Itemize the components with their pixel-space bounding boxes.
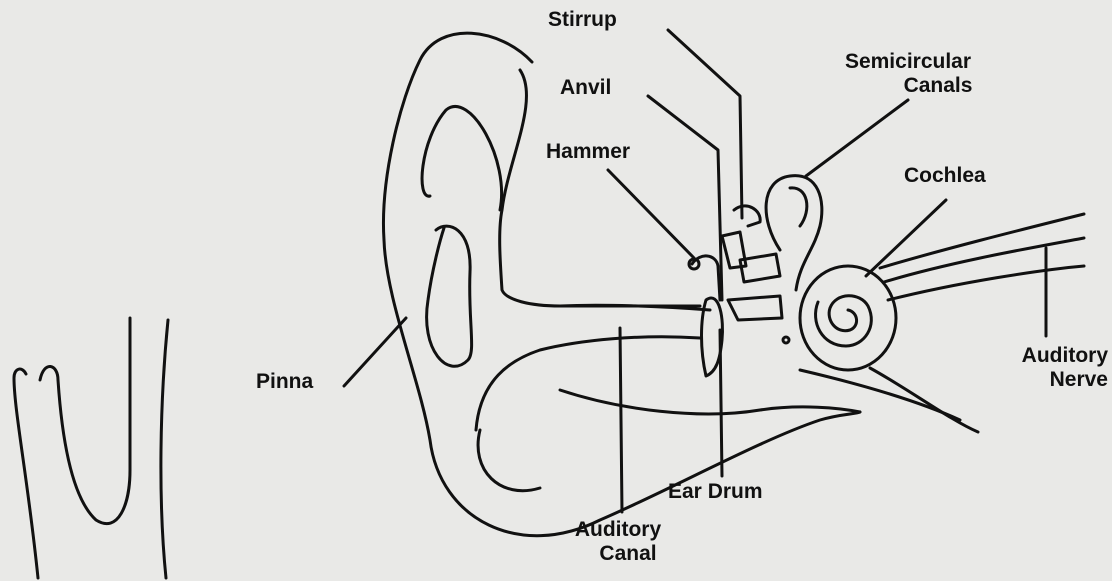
leader-pinna — [344, 318, 406, 386]
leader-canal — [620, 328, 622, 512]
lobule-inner — [478, 430, 540, 491]
helix-inner — [422, 106, 502, 210]
leader-semicircular — [806, 100, 908, 176]
neck-inner — [40, 318, 130, 524]
tragus — [476, 337, 700, 430]
eustachian-tube — [870, 368, 978, 432]
neck-right — [161, 320, 168, 578]
label-nerve-line1: Auditory — [1022, 344, 1108, 367]
label-semicircular: Semicircular Canals — [828, 50, 988, 98]
label-canal-line2: Canal — [579, 542, 656, 565]
hammer-bone — [692, 256, 720, 300]
middle-ear-block — [728, 296, 782, 320]
label-canal-line1: Auditory — [575, 518, 661, 541]
antihelix — [427, 226, 472, 366]
canal-lower — [560, 390, 860, 414]
label-anvil: Anvil — [560, 76, 611, 100]
cochlea-spiral — [816, 296, 872, 346]
label-nerve-line2: Nerve — [1050, 368, 1108, 391]
concha — [500, 70, 700, 306]
semicircular-canals — [766, 176, 822, 290]
label-ear-drum: Ear Drum — [668, 480, 763, 504]
label-hammer: Hammer — [546, 140, 630, 164]
label-semicircular-line1: Semicircular — [845, 50, 971, 73]
label-semicircular-line2: Canals — [844, 74, 973, 97]
label-pinna: Pinna — [256, 370, 313, 394]
label-auditory-nerve: Auditory Nerve — [970, 344, 1108, 392]
leader-ear-drum — [720, 330, 722, 476]
eustachian-tube-2 — [800, 370, 960, 420]
round-window — [783, 337, 789, 343]
label-cochlea: Cochlea — [904, 164, 986, 188]
leader-hammer — [608, 170, 694, 258]
semicircular-inner — [790, 188, 807, 226]
label-auditory-canal: Auditory Canal — [548, 518, 688, 566]
oval-window — [740, 254, 780, 282]
nerve-top — [880, 214, 1084, 268]
leader-stirrup — [668, 30, 742, 218]
leader-anvil — [648, 96, 722, 300]
neck-outline — [14, 369, 38, 578]
anvil-bone — [722, 232, 746, 268]
hammer-head — [689, 259, 699, 269]
leader-cochlea — [866, 200, 946, 276]
nerve-mid — [884, 238, 1084, 282]
label-stirrup: Stirrup — [548, 8, 617, 32]
stirrup-bone — [734, 206, 760, 226]
